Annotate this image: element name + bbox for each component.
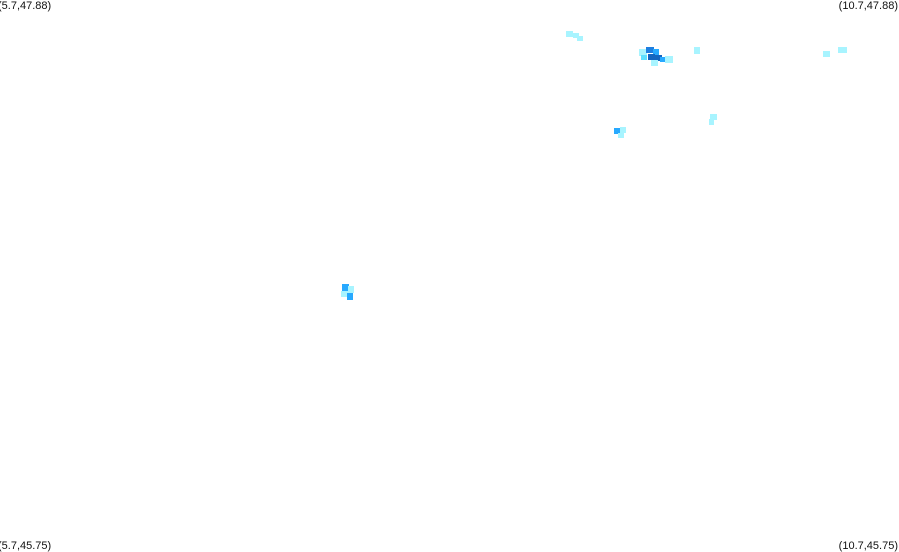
grid-cell xyxy=(660,57,665,62)
precipitation-cluster-east xyxy=(694,47,847,57)
grid-cell xyxy=(655,55,662,61)
grid-cell xyxy=(348,286,354,293)
grid-cell xyxy=(694,47,700,54)
corner-label-top-right: (10.7,47.88) xyxy=(838,0,898,12)
grid-cell xyxy=(641,55,647,60)
grid-cell xyxy=(665,56,673,63)
grid-cell xyxy=(341,291,348,297)
precipitation-cluster-southwest xyxy=(341,284,354,300)
precipitation-cluster-northwest-small xyxy=(566,31,583,41)
grid-cell xyxy=(573,33,579,38)
grid-cell xyxy=(653,49,659,55)
grid-cell xyxy=(709,119,714,125)
precipitation-cluster-main xyxy=(639,47,673,66)
grid-cell xyxy=(618,133,624,138)
corner-label-bottom-right: (10.7,45.75) xyxy=(838,540,898,552)
grid-cell xyxy=(823,51,830,57)
grid-cell xyxy=(648,54,655,60)
grid-cell xyxy=(838,47,847,53)
grid-cell xyxy=(614,128,621,134)
grid-cell xyxy=(342,284,349,291)
grid-cell xyxy=(651,60,658,66)
corner-label-top-left: (5.7,47.88) xyxy=(0,0,52,12)
grid-cell xyxy=(620,127,626,133)
grid-cell xyxy=(710,114,717,120)
grid-cell xyxy=(646,47,654,53)
grid-cell xyxy=(577,36,583,41)
grid-cell xyxy=(566,31,573,37)
corner-label-bottom-left: (5.7,45.75) xyxy=(0,540,52,552)
precipitation-cluster-central xyxy=(614,114,717,138)
grid-cell xyxy=(347,293,353,300)
grid-cell xyxy=(639,49,647,56)
